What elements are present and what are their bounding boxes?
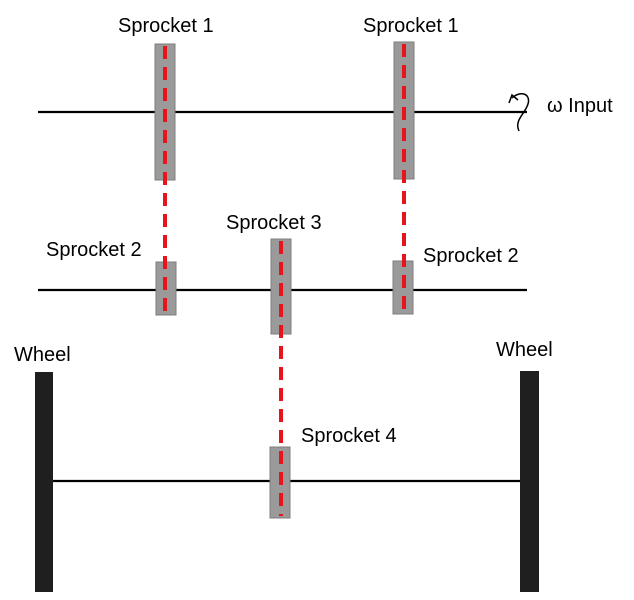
wheel-right — [520, 371, 539, 592]
wheel-left — [35, 372, 53, 592]
wheel-right-label: Wheel — [496, 339, 553, 361]
sprocket-2-right-label: Sprocket 2 — [423, 245, 519, 267]
sprocket-1-right-label: Sprocket 1 — [363, 15, 459, 37]
wheel-left-label: Wheel — [14, 344, 71, 366]
sprocket-3-label: Sprocket 3 — [226, 212, 322, 234]
sprocket-4-label: Sprocket 4 — [301, 425, 397, 447]
sprocket-1-left-label: Sprocket 1 — [118, 15, 214, 37]
input-label: ω Input — [547, 95, 613, 117]
sprocket-2-left-label: Sprocket 2 — [46, 239, 142, 261]
curved-rotation-arrow-icon — [508, 93, 530, 132]
